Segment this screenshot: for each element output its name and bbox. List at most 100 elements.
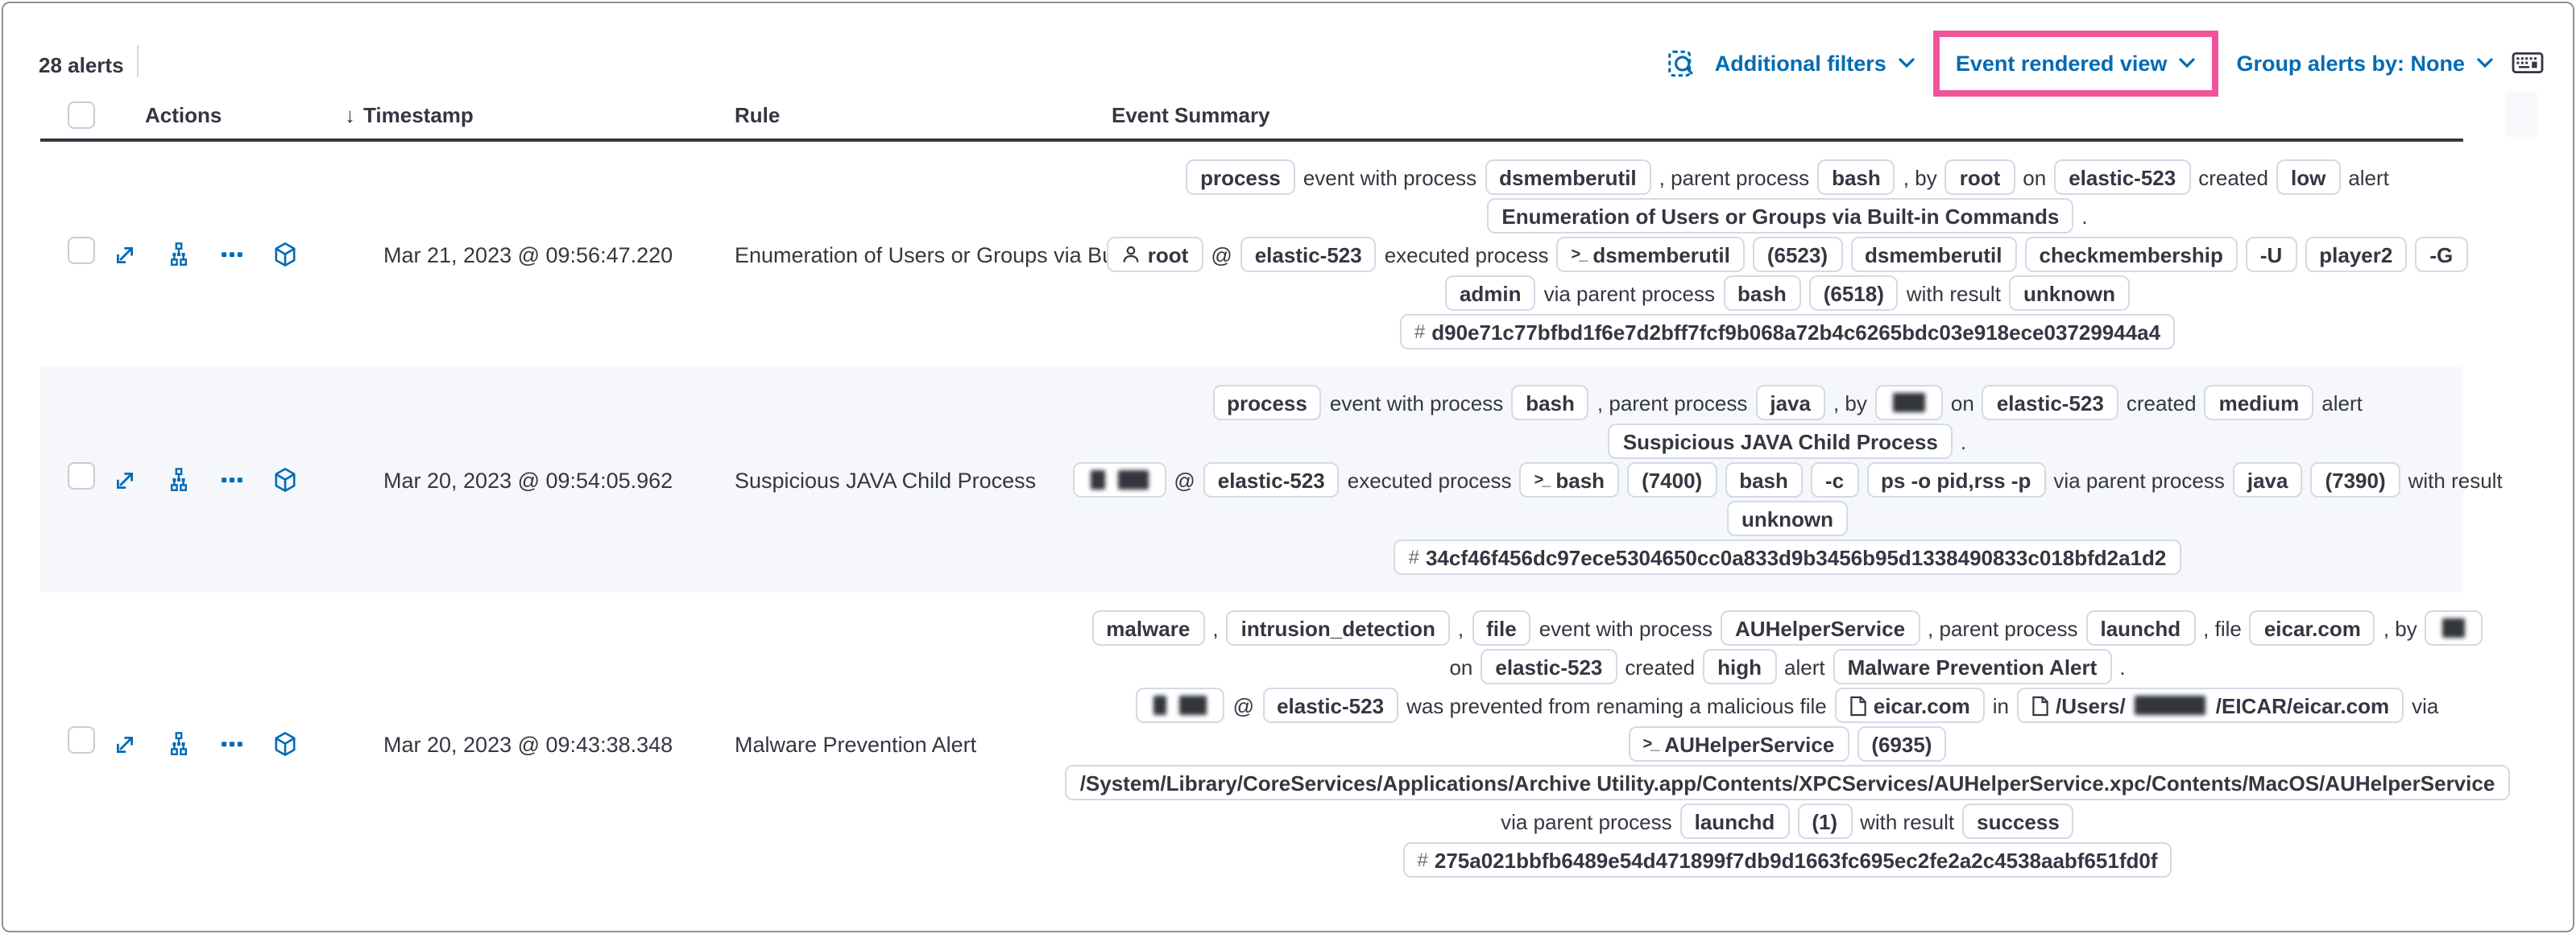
summary-badge[interactable]: player2 <box>2305 237 2408 272</box>
summary-badge[interactable]: (1) <box>1797 804 1853 839</box>
summary-text: in <box>1992 693 2009 717</box>
summary-badge[interactable]: java <box>1755 385 1825 420</box>
summary-badge[interactable]: root <box>1944 159 2015 195</box>
expand-alert-icon[interactable] <box>113 731 139 757</box>
summary-badge[interactable]: process <box>1212 385 1322 420</box>
inspect-icon[interactable] <box>1667 48 1697 78</box>
summary-badge[interactable]: >_bash <box>1519 462 1620 498</box>
summary-badge[interactable]: >_AUHelperService <box>1628 726 1849 762</box>
summary-badge[interactable]: -G <box>2415 237 2468 272</box>
summary-badge[interactable]: intrusion_detection <box>1226 610 1450 646</box>
summary-badge[interactable]: bash <box>1725 462 1803 498</box>
more-actions-icon[interactable] <box>219 242 245 267</box>
summary-badge[interactable]: elastic-523 <box>1203 462 1340 498</box>
summary-badge[interactable]: malware <box>1091 610 1205 646</box>
analyze-event-icon[interactable] <box>166 242 192 267</box>
summary-badge[interactable]: process <box>1186 159 1295 195</box>
summary-badge[interactable] <box>1136 688 1225 723</box>
summary-badge[interactable]: ps -o pid,rss -p <box>1866 462 2046 498</box>
summary-text: on <box>2023 165 2047 189</box>
summary-badge[interactable]: elastic-523 <box>1262 688 1399 723</box>
summary-text: , <box>1212 616 1219 640</box>
redacted-text <box>1892 393 1925 412</box>
summary-badge[interactable]: dsmemberutil <box>1485 159 1651 195</box>
summary-badge[interactable]: elastic-523 <box>1481 649 1617 684</box>
select-all-checkbox[interactable] <box>68 101 95 128</box>
summary-badge[interactable]: bash <box>1723 275 1801 311</box>
expand-alert-icon[interactable] <box>113 467 139 493</box>
summary-badge[interactable]: >_dsmemberutil <box>1556 237 1745 272</box>
summary-badge[interactable]: #d90e71c77bfbd1f6e7d2bff7fcf9b068a72b4c6… <box>1399 314 2176 349</box>
summary-badge[interactable]: unknown <box>1726 501 1849 536</box>
summary-badge[interactable]: -c <box>1810 462 1859 498</box>
summary-line: #34cf46f456dc97ece5304650cc0a833d9b3456b… <box>1112 538 2463 577</box>
summary-badge[interactable]: unknown <box>2008 275 2131 311</box>
row-checkbox[interactable] <box>68 726 95 754</box>
summary-badge[interactable]: (7400) <box>1627 462 1717 498</box>
summary-badge[interactable]: file <box>1472 610 1531 646</box>
row-checkbox[interactable] <box>68 462 95 490</box>
summary-badge[interactable]: (7390) <box>2310 462 2400 498</box>
group-alerts-button[interactable]: Group alerts by: None <box>2236 51 2494 75</box>
table-header-row: Actions ↓ Timestamp Rule Event Summary <box>40 90 2463 142</box>
summary-badge[interactable]: elastic-523 <box>1982 385 2118 420</box>
summary-badge[interactable]: elastic-523 <box>2054 159 2191 195</box>
summary-badge[interactable]: bash <box>1817 159 1895 195</box>
summary-badge[interactable] <box>1874 385 1943 420</box>
summary-text: event with process <box>1329 391 1504 415</box>
column-header-rule[interactable]: Rule <box>735 102 781 126</box>
summary-badge[interactable]: /System/Library/CoreServices/Application… <box>1065 765 2510 800</box>
row-checkbox[interactable] <box>68 237 95 264</box>
summary-badge[interactable]: eicar.com <box>2249 610 2375 646</box>
summary-badge[interactable]: (6518) <box>1808 275 1899 311</box>
alert-rule-name[interactable]: Malware Prevention Alert <box>735 732 977 756</box>
alert-rule-name[interactable]: Suspicious JAVA Child Process <box>735 468 1037 492</box>
view-selector-button[interactable]: Event rendered view <box>1956 51 2197 75</box>
summary-badge[interactable]: launchd <box>1679 804 1790 839</box>
summary-badge[interactable]: checkmembership <box>2024 237 2238 272</box>
summary-badge[interactable]: (6935) <box>1857 726 1947 762</box>
summary-badge[interactable]: (6523) <box>1752 237 1842 272</box>
more-actions-icon[interactable] <box>219 731 245 757</box>
redacted-text <box>1117 470 1149 490</box>
summary-badge[interactable]: root <box>1107 237 1203 272</box>
summary-badge[interactable]: low <box>2276 159 2341 195</box>
summary-badge[interactable]: medium <box>2204 385 2314 420</box>
session-view-icon[interactable] <box>272 242 298 267</box>
summary-badge[interactable] <box>2425 610 2483 646</box>
summary-text: via <box>2412 693 2439 717</box>
summary-badge[interactable]: Enumeration of Users or Groups via Built… <box>1487 198 2074 234</box>
session-view-icon[interactable] <box>272 731 298 757</box>
summary-badge[interactable]: admin <box>1444 275 1536 311</box>
summary-badge[interactable]: java <box>2232 462 2303 498</box>
summary-badge[interactable]: bash <box>1511 385 1589 420</box>
more-actions-icon[interactable] <box>219 467 245 493</box>
summary-badge[interactable]: #34cf46f456dc97ece5304650cc0a833d9b3456b… <box>1394 539 2181 575</box>
summary-badge[interactable] <box>1072 462 1166 498</box>
summary-badge[interactable]: high <box>1703 649 1776 684</box>
summary-badge[interactable]: dsmemberutil <box>1850 237 2017 272</box>
column-header-timestamp[interactable]: ↓ Timestamp <box>316 102 717 126</box>
analyze-event-icon[interactable] <box>166 731 192 757</box>
keyboard-shortcuts-icon[interactable] <box>2512 50 2544 76</box>
summary-badge[interactable]: Malware Prevention Alert <box>1833 649 2112 684</box>
summary-badge[interactable]: elastic-523 <box>1240 237 1377 272</box>
session-view-icon[interactable] <box>272 467 298 493</box>
alert-rule-name[interactable]: Enumeration of Users or Groups via Built… <box>735 242 1112 267</box>
summary-badge[interactable]: -U <box>2245 237 2297 272</box>
summary-badge[interactable]: AUHelperService <box>1721 610 1920 646</box>
additional-filters-button[interactable]: Additional filters <box>1715 51 1915 75</box>
summary-badge[interactable]: launchd <box>2085 610 2196 646</box>
summary-badge[interactable]: #275a021bbfb6489e54d471899f7db9d1663fc69… <box>1402 842 2172 878</box>
expand-alert-icon[interactable] <box>113 242 139 267</box>
summary-badge[interactable]: /Users//EICAR/eicar.com <box>2017 688 2404 723</box>
chevron-down-icon <box>1898 56 1915 69</box>
summary-badge[interactable]: eicar.com <box>1834 688 1985 723</box>
analyze-event-icon[interactable] <box>166 467 192 493</box>
summary-badge[interactable]: Suspicious JAVA Child Process <box>1608 424 1953 459</box>
file-icon <box>2031 695 2049 716</box>
summary-badge[interactable]: success <box>1962 804 2074 839</box>
